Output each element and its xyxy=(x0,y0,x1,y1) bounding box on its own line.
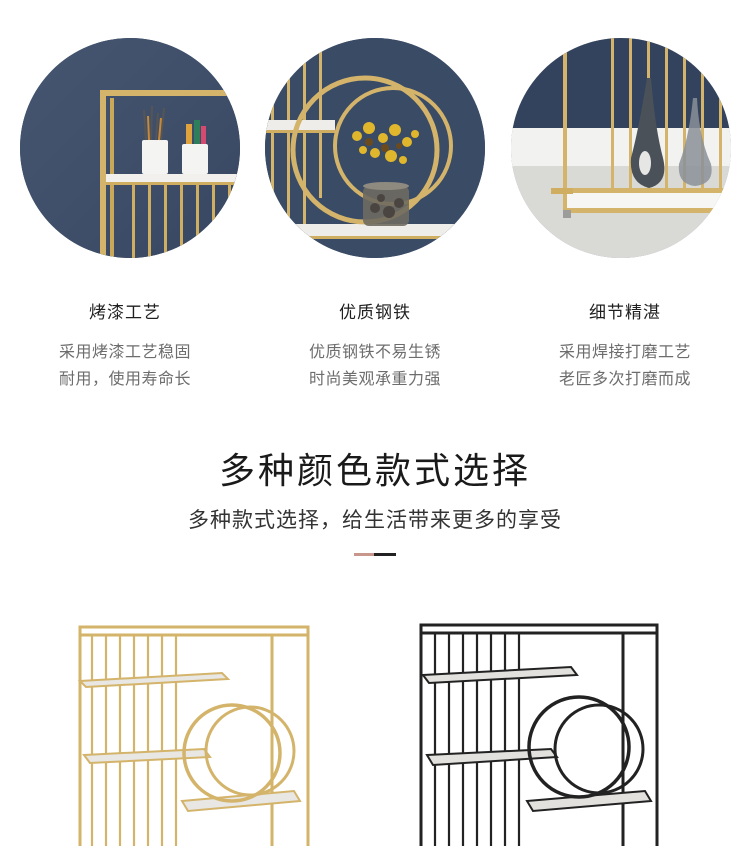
title-divider xyxy=(354,553,396,556)
section-subtitle: 多种款式选择，给生活带来更多的享受 xyxy=(188,508,562,532)
feature-desc-line2: 老匠多次打磨而成 xyxy=(558,369,691,388)
product-gold-shelf xyxy=(72,615,322,846)
divider-accent xyxy=(354,553,374,556)
feature-desc-line1: 优质钢铁不易生锈 xyxy=(308,342,441,361)
feature-title: 优质钢铁 xyxy=(339,303,411,323)
feature-title: 细节精湛 xyxy=(589,303,661,323)
feature-desc-line1: 采用焊接打磨工艺 xyxy=(558,342,691,361)
feature-desc-line1: 采用烤漆工艺稳固 xyxy=(58,342,191,361)
feature-desc-line2: 时尚美观承重力强 xyxy=(308,369,441,388)
product-black-shelf xyxy=(413,615,673,846)
feature-desc-line2: 耐用，使用寿命长 xyxy=(58,369,191,388)
feature-section: 烤漆工艺 采用烤漆工艺稳固 耐用，使用寿命长 xyxy=(0,0,750,400)
feature-photo-paint xyxy=(20,38,240,258)
feature-title: 烤漆工艺 xyxy=(89,303,161,323)
section-title: 多种颜色款式选择 xyxy=(218,451,531,492)
divider-dark xyxy=(374,553,396,556)
feature-quality-steel: 优质钢铁 优质钢铁不易生锈 时尚美观承重力强 xyxy=(250,0,500,400)
feature-fine-detail: 细节精湛 采用焊接打磨工艺 老匠多次打磨而成 xyxy=(500,0,750,400)
feature-photo-detail xyxy=(511,38,731,258)
feature-photo-steel xyxy=(265,38,485,258)
feature-paint-process: 烤漆工艺 采用烤漆工艺稳固 耐用，使用寿命长 xyxy=(0,0,250,400)
